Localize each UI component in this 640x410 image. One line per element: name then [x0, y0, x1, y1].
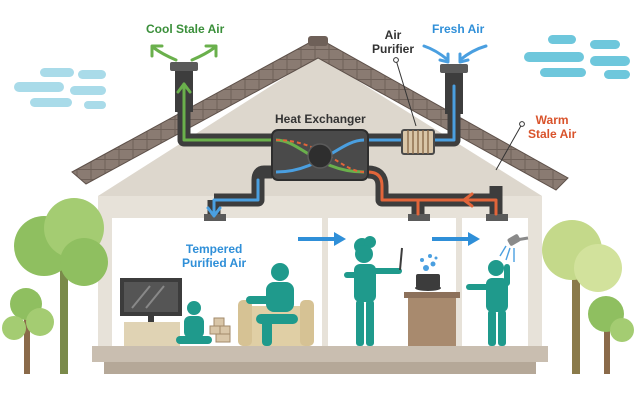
showering-person [466, 260, 510, 346]
fresh-air-flow [206, 84, 456, 218]
cool-stale-air-label: Cool Stale Air [146, 22, 225, 36]
fresh-air-arrows [422, 44, 488, 64]
heat-exchanger-label: Heat Exchanger [275, 112, 366, 126]
warm-stale-air-label: Warm Stale Air [528, 113, 577, 141]
warm-stale-air-flow [366, 170, 498, 216]
foundation [104, 362, 536, 374]
roof-ridge [308, 36, 328, 46]
shower-head [499, 234, 529, 262]
room-flow-arrows [298, 232, 480, 246]
tv-set [120, 278, 182, 346]
tree-right-large [542, 220, 622, 374]
tempered-purified-air-label: Tempered Purified Air [182, 242, 247, 270]
exhaust-vent-cap [170, 62, 198, 71]
cool-stale-air-arrows [150, 44, 218, 62]
cloud-right [524, 35, 630, 79]
child-person-playing [176, 301, 212, 344]
fresh-air-label: Fresh Air [432, 22, 485, 36]
floor [92, 346, 548, 362]
stove [404, 254, 460, 346]
ceiling-vent-kitchen [408, 214, 430, 221]
intake-vent-cap [440, 64, 468, 73]
adult-person-seated [246, 263, 298, 346]
tree-left-small [2, 288, 54, 374]
cool-stale-air-flow [176, 82, 274, 142]
toy-blocks [209, 317, 231, 343]
cook-person [344, 236, 402, 346]
air-purifier-label: Air Purifier [372, 28, 415, 56]
tree-right-small [588, 296, 634, 374]
ceiling-vent-left [204, 214, 226, 221]
ceiling-vent-bathroom [486, 214, 508, 221]
cloud-left [14, 68, 106, 109]
heat-exchanger-core [307, 143, 333, 169]
ladle [399, 247, 403, 271]
label-pointers [393, 57, 525, 171]
tree-left-large [14, 198, 108, 374]
air-purifier-filter [407, 130, 429, 154]
